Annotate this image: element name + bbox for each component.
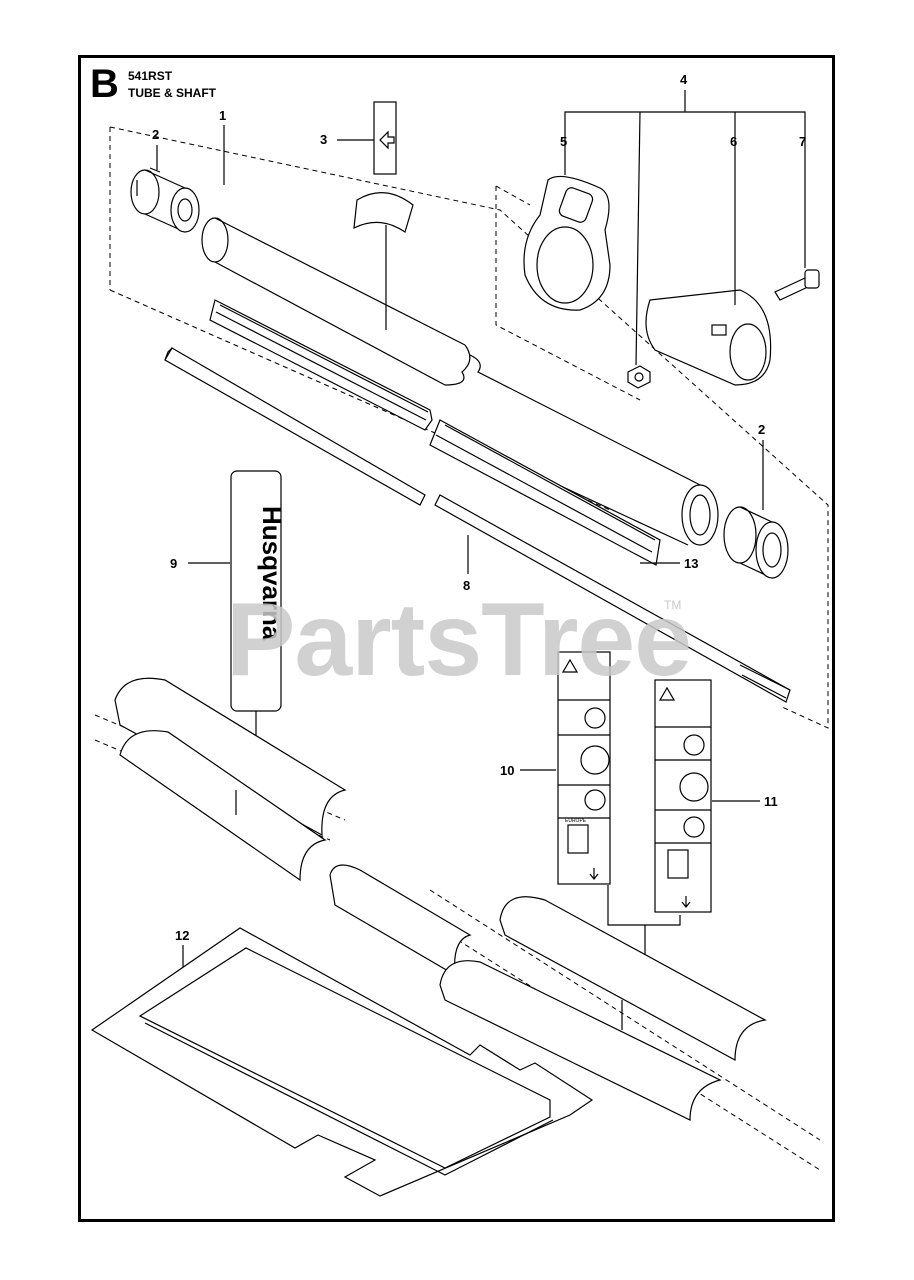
- callout-3: 3: [320, 132, 327, 147]
- part-4-nut: [627, 365, 651, 389]
- decal-europe-label: EUROPE: [565, 818, 587, 824]
- callout-8: 8: [463, 578, 470, 593]
- callout-6: 6: [730, 134, 737, 149]
- model-name: 541RST: [128, 69, 173, 83]
- part-10-warning-decal: [557, 651, 611, 885]
- part-5-clamp: [523, 175, 611, 311]
- callout-2-right: 2: [758, 422, 765, 437]
- callout-9: 9: [170, 556, 177, 571]
- callout-4: 4: [680, 72, 688, 87]
- part-8-shaft-lower: [434, 494, 791, 703]
- callout-11: 11: [764, 794, 778, 809]
- section-title: TUBE & SHAFT: [128, 86, 216, 100]
- callout-5: 5: [560, 134, 567, 149]
- part-11-warning-decal: [654, 679, 712, 913]
- part-1-tube-upper: [201, 217, 471, 386]
- protective-half-shells: [114, 677, 767, 1121]
- callout-leaders: [156, 90, 806, 985]
- callout-1: 1: [219, 108, 226, 123]
- part-12-pad: [90, 927, 594, 1197]
- callout-10: 10: [500, 763, 514, 778]
- callout-12: 12: [175, 928, 189, 943]
- part-9-logo-decal: [230, 470, 282, 740]
- part-7-bolt: [774, 269, 820, 301]
- callout-2-left: 2: [152, 127, 159, 142]
- callout-7: 7: [799, 134, 806, 149]
- part-2-bushing-left: [130, 167, 200, 233]
- part-8-shaft-upper: [164, 347, 426, 506]
- callout-numbers: 1 2 3 4 5 6 7 2 8 9 13 10 11 12: [152, 72, 806, 943]
- watermark-trademark: TM: [664, 598, 682, 612]
- part-6-clamp: [645, 289, 772, 386]
- part-13-channel-upper: [209, 299, 433, 431]
- section-letter: B: [90, 62, 119, 106]
- callout-13: 13: [684, 556, 698, 571]
- part-3-arrow-label: [337, 101, 414, 330]
- part-2-bushing-right: [723, 506, 789, 579]
- watermark: PartsTree: [226, 582, 692, 698]
- diagram-frame: [78, 55, 835, 1222]
- husqvarna-logo-text: Husqvarna: [257, 506, 287, 641]
- part-13-channel-lower: [429, 419, 661, 566]
